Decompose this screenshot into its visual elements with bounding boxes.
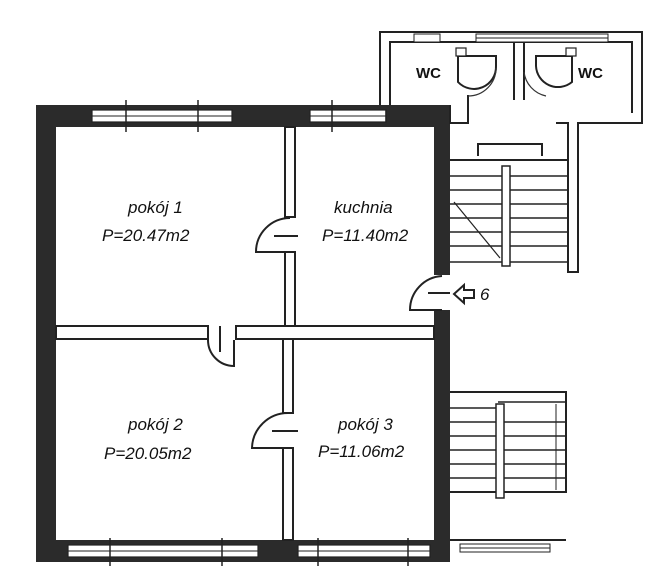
windows-top bbox=[91, 100, 387, 132]
room-area-pokoj-3: P=11.06m2 bbox=[318, 442, 405, 461]
room-area-kuchnia: P=11.40m2 bbox=[322, 226, 409, 245]
room-name-kuchnia: kuchnia bbox=[334, 198, 393, 217]
staircase-upper bbox=[450, 143, 568, 267]
windows-bottom bbox=[67, 538, 431, 566]
room-name-pokoj-3: pokój 3 bbox=[337, 415, 393, 434]
entrance-number: 6 bbox=[480, 285, 490, 304]
room-area-pokoj-2: P=20.05m2 bbox=[104, 444, 192, 463]
room-area-pokoj-1: P=20.47m2 bbox=[102, 226, 190, 245]
doors bbox=[207, 217, 450, 449]
room-name-pokoj-1: pokój 1 bbox=[127, 198, 183, 217]
wc-label-left: WC bbox=[416, 65, 441, 82]
staircase-lower bbox=[450, 391, 567, 553]
wc-label-right: WC bbox=[578, 65, 603, 82]
room-name-pokoj-2: pokój 2 bbox=[127, 415, 183, 434]
interior-walls bbox=[55, 126, 435, 541]
wc-block bbox=[379, 31, 643, 273]
entrance-arrow-icon bbox=[452, 282, 475, 306]
